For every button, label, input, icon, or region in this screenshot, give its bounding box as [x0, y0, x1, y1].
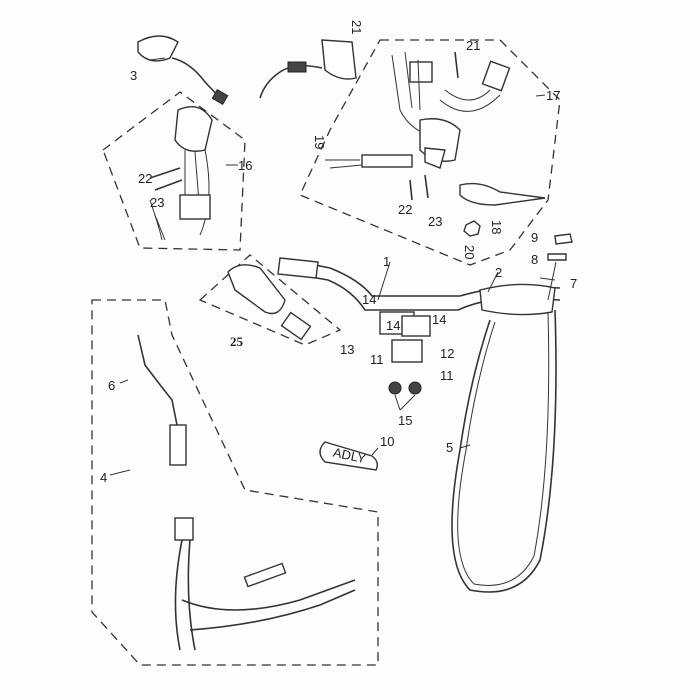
callout-22-right: 22 — [398, 202, 412, 217]
group-outline-16 — [102, 91, 246, 251]
callout-11-a: 11 — [370, 352, 384, 367]
group-outline-25 — [198, 254, 342, 346]
callout-14-a: 14 — [362, 292, 376, 307]
callout-1: 1 — [383, 254, 390, 269]
callout-21-top: 21 — [349, 20, 364, 34]
callout-23-right: 23 — [428, 214, 442, 229]
callout-13: 13 — [340, 342, 354, 357]
callout-21: 21 — [466, 38, 480, 53]
group-outline-4 — [91, 299, 379, 666]
callout-18: 18 — [489, 220, 504, 234]
callout-22-left: 22 — [138, 171, 152, 186]
callout-23-left: 23 — [150, 195, 164, 210]
left-grip — [227, 264, 312, 341]
callout-14-b: 14 — [386, 318, 400, 333]
group-outline-17 — [299, 39, 561, 266]
callout-5: 5 — [446, 440, 453, 455]
grip-brand-text: ADLY — [332, 445, 368, 467]
callout-3: 3 — [130, 68, 137, 83]
throttle-cable-assembly — [137, 334, 356, 651]
left-mirror — [137, 35, 229, 106]
callout-15: 15 — [398, 413, 412, 428]
callout-20: 20 — [462, 245, 477, 259]
callout-17: 17 — [546, 88, 560, 103]
callout-19: 19 — [312, 135, 327, 149]
callout-8: 8 — [531, 252, 538, 267]
callout-4: 4 — [100, 470, 107, 485]
callout-6: 6 — [108, 378, 115, 393]
leader-lines — [109, 57, 556, 476]
right-switch-assembly — [325, 51, 546, 237]
callout-11-b: 11 — [440, 368, 454, 383]
callout-2: 2 — [495, 265, 502, 280]
callout-7: 7 — [570, 276, 577, 291]
brake-cable — [451, 309, 557, 593]
callout-12: 12 — [440, 346, 454, 361]
grip-10: ADLY — [319, 441, 379, 471]
handlebar — [277, 233, 573, 395]
right-mirror — [259, 39, 357, 99]
callout-9: 9 — [531, 230, 538, 245]
callout-14-c: 14 — [432, 312, 446, 327]
callout-16: 16 — [238, 158, 252, 173]
callout-10: 10 — [380, 434, 394, 449]
left-switch-assembly — [149, 106, 213, 241]
callout-25: 25 — [230, 334, 244, 349]
